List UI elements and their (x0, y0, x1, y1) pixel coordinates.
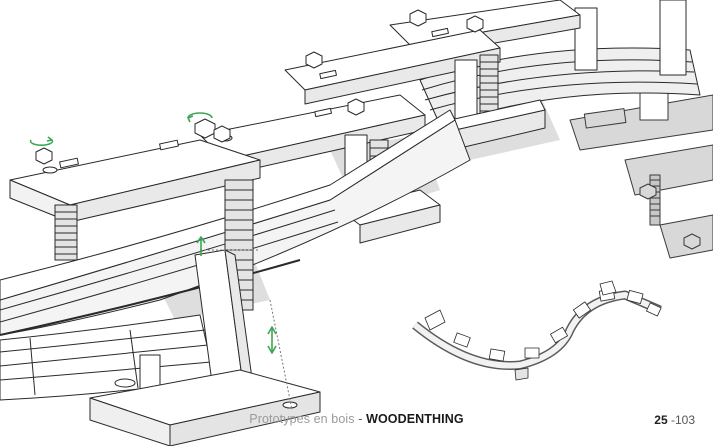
page-number: 25 -103 (654, 413, 695, 427)
left-clamp (9, 118, 261, 406)
footer-caption: Prototypes en bois - WOODENTHING (0, 412, 713, 426)
hex-nut-icon (35, 118, 231, 165)
current-page: 25 (654, 413, 668, 427)
threaded-rod (479, 54, 499, 121)
main-laminated-beam (0, 109, 471, 401)
base-plate (89, 369, 321, 446)
total-pages: 103 (674, 413, 695, 427)
hex-nut-icon (347, 98, 365, 116)
rotation-arrow-icon (29, 112, 213, 146)
hex-nut-icon (305, 9, 484, 69)
hex-nut-icon (639, 183, 701, 250)
upper-clamp (284, 0, 581, 149)
page-separator: - (667, 413, 675, 427)
brand-name: WOODENTHING (366, 412, 464, 426)
construction-lines (200, 249, 293, 411)
caption-separator: - (354, 412, 367, 426)
document-subtitle: Prototypes en bois (249, 412, 355, 426)
vertical-arrow-icon (196, 236, 277, 354)
prototype-overview (412, 280, 662, 381)
background-bolt (649, 174, 661, 226)
